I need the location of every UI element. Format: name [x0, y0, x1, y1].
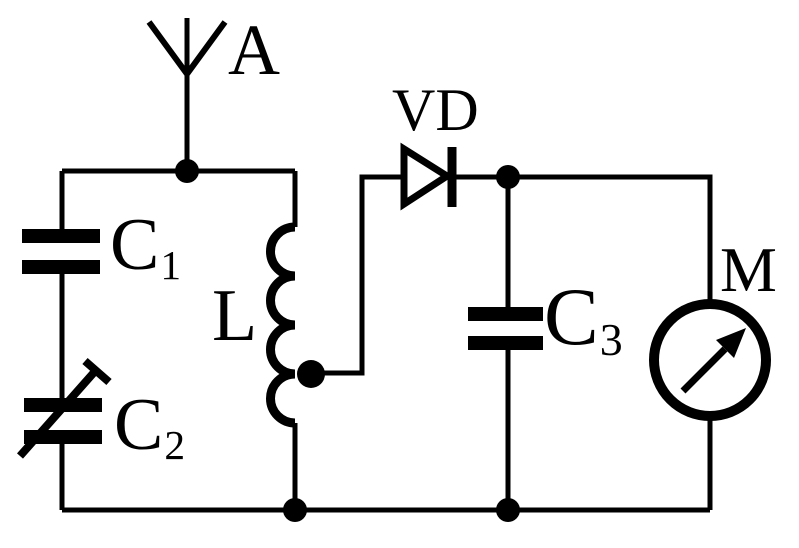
- inductor-tap-junction-dot: [297, 360, 325, 388]
- label-capacitor-c2: C2: [114, 384, 186, 468]
- junction-dot-bottom-left: [283, 498, 307, 522]
- junction-dot-diode-output: [496, 165, 520, 189]
- variable-capacitor-c2-icon: [17, 357, 112, 459]
- label-meter: M: [720, 234, 777, 305]
- meter-m-icon: [649, 299, 771, 421]
- capacitor-c1-icon: [22, 229, 100, 274]
- capacitor-c3-icon: [468, 307, 543, 350]
- meter-needle-arrowhead: [716, 328, 746, 358]
- meter-needle: [680, 346, 728, 394]
- label-capacitor-c1: C1: [110, 204, 182, 288]
- inductor-l-icon: [266, 222, 325, 428]
- label-diode: VD: [392, 77, 479, 143]
- antenna-icon: [146, 20, 228, 76]
- junction-dot-antenna: [175, 159, 199, 183]
- diode-vd-icon: [400, 142, 457, 211]
- label-antenna: A: [228, 10, 280, 90]
- label-inductor: L: [212, 275, 258, 357]
- label-capacitor-c3: C3: [544, 271, 623, 366]
- trimmer-arrow: [17, 357, 112, 459]
- junction-dot-bottom-right: [496, 498, 520, 522]
